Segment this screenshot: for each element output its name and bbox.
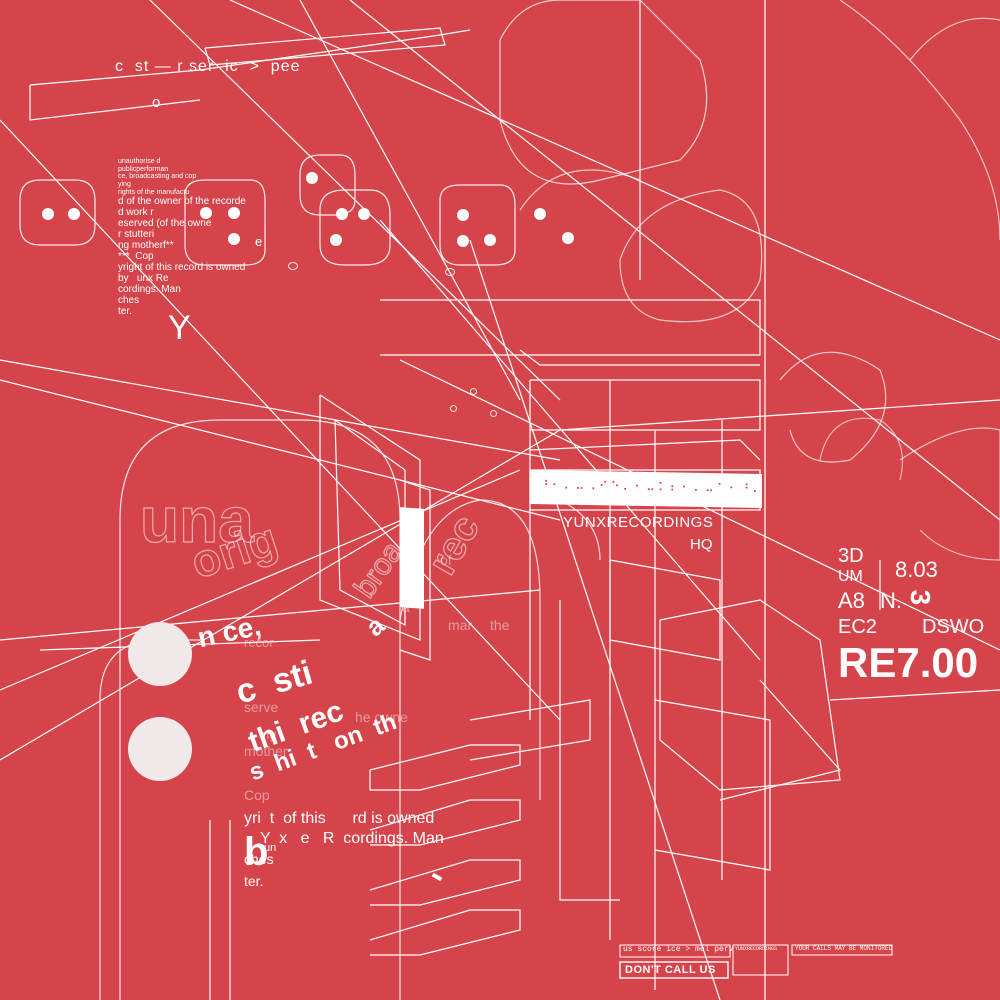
catalog-row3-right: 3: [905, 589, 937, 606]
catalog-row3-mid: N.: [880, 588, 902, 613]
hq-name: YUNXRECORDINGS: [563, 514, 714, 531]
large-dot: [128, 717, 192, 781]
legal-line: ng motherf**: [118, 240, 174, 252]
catalog-row3-left: A8: [838, 588, 865, 613]
faint-word: he owne: [355, 709, 408, 725]
dot: [68, 208, 80, 220]
header-line: c st — r ser ic > pee: [115, 58, 301, 75]
legal-line: unauthorise d: [118, 158, 161, 165]
footer-dont-call: DON'T CALL US: [625, 964, 716, 976]
legal-line: r stutteri: [118, 229, 155, 241]
copyright-line: yri t of this rd is owned: [244, 810, 435, 827]
yunx-line: Y x e R cordings. Man: [260, 830, 444, 847]
faint-word: recor: [244, 635, 274, 650]
braille-dots: ⠘⠂⠄⠤⠠⠊⠑⠄⠂⠤⠅⠆⠂⠄⠤⠁⠂⠘⠄: [540, 479, 764, 498]
catalog-row4-left: EC2: [838, 616, 877, 638]
faint-word: a: [402, 599, 410, 615]
dot: [330, 234, 342, 246]
small-legal-text: unauthorise d publicperforman ce, broadc…: [118, 158, 288, 317]
legal-line: rights of the manufactu: [118, 188, 190, 196]
faint-word: ng: [262, 727, 277, 742]
dot: [336, 208, 348, 220]
dot: [484, 234, 496, 246]
chester-line: ches: [244, 851, 274, 867]
dot: [534, 208, 546, 220]
faint-word: of: [440, 552, 452, 568]
ring: [445, 268, 455, 276]
dot: [562, 232, 574, 244]
faint-word: the: [490, 617, 510, 633]
faint-word: ib: [408, 578, 421, 595]
legal-line: ce, broadcasting and cop: [118, 173, 197, 181]
dot: [228, 233, 240, 245]
catalog-row2-left: UM: [838, 568, 863, 585]
dot: [457, 209, 469, 221]
catalog-row1-left: 3D: [838, 545, 864, 567]
braille-banner: ⠘⠂⠄⠤⠠⠊⠑⠄⠂⠤⠅⠆⠂⠄⠤⠁⠂⠘⠄: [530, 469, 764, 509]
legal-line: ter.: [118, 306, 132, 318]
ring: [470, 388, 477, 395]
legal-line: publicperforman: [118, 165, 169, 173]
large-dot: [128, 622, 192, 686]
dot: [200, 207, 212, 219]
catalog-row2-right: 8.03: [895, 557, 938, 582]
catalog-row4-right: DSWO: [922, 616, 985, 638]
ring: [288, 262, 298, 270]
legal-line: yright of this record is owned: [118, 262, 246, 274]
footer-calls: YOUR CALLS MAY BE MONITORED: [795, 945, 893, 952]
legal-line: by unx Re: [118, 273, 169, 285]
header-letter-o: o: [152, 94, 161, 111]
dot: [42, 208, 54, 220]
legal-line: d work r: [118, 207, 154, 219]
footer-address: YUNXRECORDINGS: [735, 946, 778, 952]
dot: [306, 172, 318, 184]
legal-line: ying: [118, 181, 131, 189]
legal-line: eserved (of the owne: [118, 218, 212, 230]
dot: [228, 207, 240, 219]
outline-word-una: una: [139, 484, 254, 556]
chester-line: ter.: [244, 873, 264, 889]
footer-service: us score ice > mel perv: [623, 945, 734, 954]
catalog-price: RE7.00: [838, 639, 979, 686]
un-line: un: [264, 842, 277, 854]
legal-line: cordings. Man: [118, 284, 181, 296]
faint-word: Cop: [244, 787, 270, 803]
letter-e: e: [255, 234, 263, 249]
main-text-line: b: [244, 830, 269, 874]
hq-sub: HQ: [690, 536, 713, 553]
dot: [457, 235, 469, 247]
letter-y-big: Y: [168, 309, 191, 347]
faint-word: mar: [448, 617, 473, 633]
legal-line: *** Cop: [118, 251, 154, 263]
legal-line: ches: [118, 295, 140, 307]
legal-line: d of the owner of the recorde: [118, 196, 246, 208]
faint-word: mother: [244, 743, 288, 759]
dot: [358, 208, 370, 220]
faint-word: serve: [244, 699, 279, 715]
ring: [490, 410, 497, 417]
ring: [450, 405, 457, 412]
